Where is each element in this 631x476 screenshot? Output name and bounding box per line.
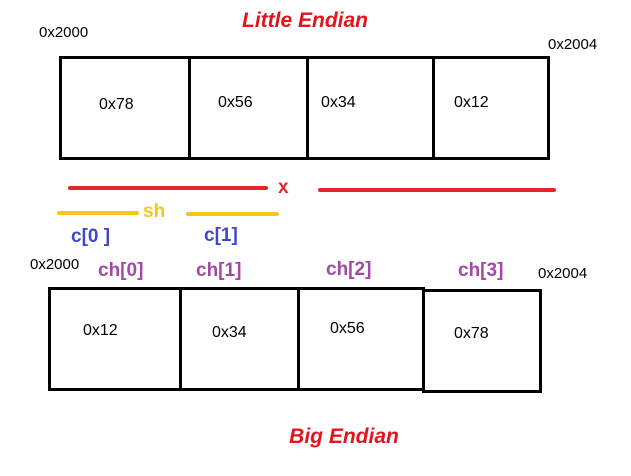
- be-ch3-label: ch[3]: [458, 260, 504, 281]
- x-label: x: [278, 177, 289, 198]
- le-cell-0-value: 0x78: [99, 96, 134, 113]
- be-start-address: 0x2000: [30, 256, 80, 273]
- c1-label: c[1]: [204, 225, 238, 246]
- big-endian-title: Big Endian: [289, 425, 399, 448]
- be-cell-2: [297, 287, 425, 391]
- sh-span-line-right: [186, 212, 279, 216]
- le-end-address: 0x2004: [548, 36, 598, 53]
- be-ch1-label: ch[1]: [196, 260, 242, 281]
- be-end-address: 0x2004: [538, 265, 588, 282]
- be-cell-3: [422, 289, 542, 393]
- sh-label: sh: [143, 201, 166, 222]
- c0-label: c[0 ]: [71, 226, 111, 247]
- sh-span-line-left: [57, 211, 139, 215]
- little-endian-title: Little Endian: [242, 9, 368, 32]
- be-ch0-label: ch[0]: [98, 260, 144, 281]
- le-cell-3: [432, 56, 550, 160]
- le-cell-3-value: 0x12: [454, 94, 489, 111]
- be-ch2-label: ch[2]: [326, 259, 372, 280]
- le-start-address: 0x2000: [39, 24, 89, 41]
- x-span-line-left: [68, 186, 268, 190]
- be-cell-1-value: 0x34: [212, 324, 247, 341]
- le-cell-1-value: 0x56: [218, 94, 253, 111]
- le-cell-2-value: 0x34: [321, 94, 356, 111]
- x-span-line-right: [318, 188, 556, 192]
- be-cell-2-value: 0x56: [330, 320, 365, 337]
- be-cell-3-value: 0x78: [454, 325, 489, 342]
- be-cell-0-value: 0x12: [83, 322, 118, 339]
